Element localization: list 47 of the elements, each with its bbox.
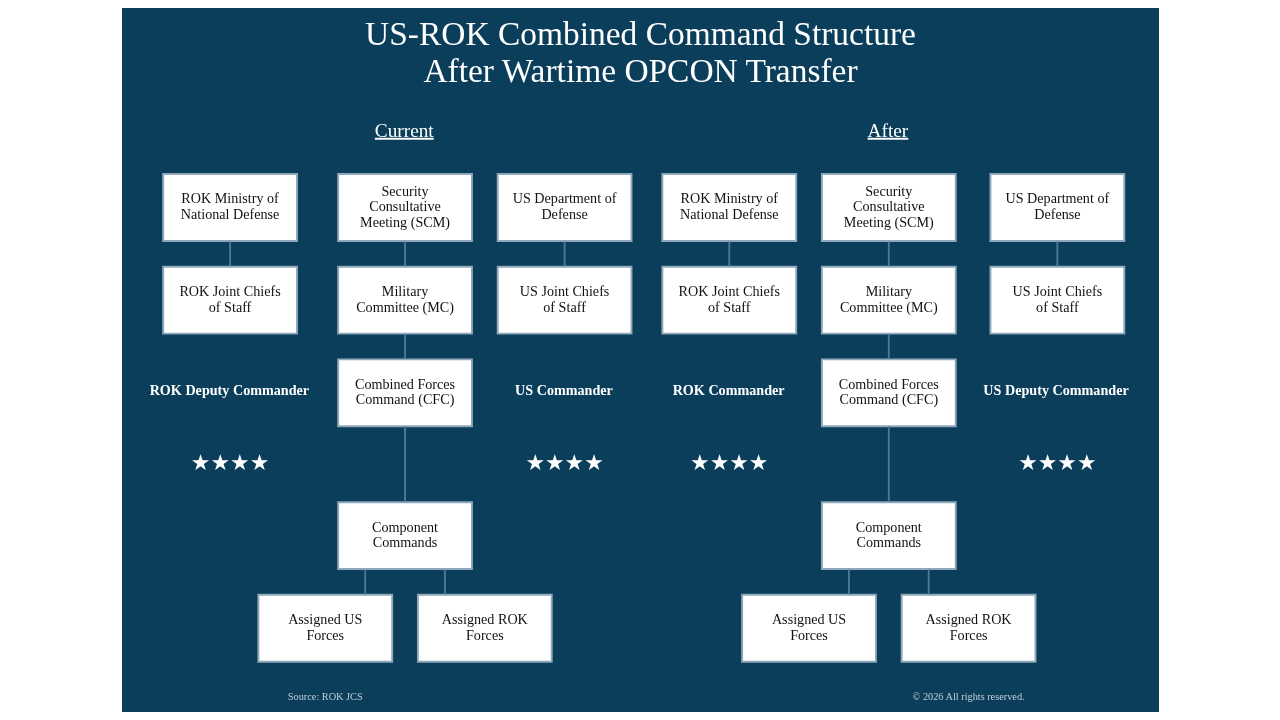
connector bbox=[403, 333, 406, 360]
connector bbox=[228, 240, 231, 268]
node-box: US Department of Defense bbox=[496, 173, 632, 242]
node-box: ROK Joint Chiefs of Staff bbox=[660, 265, 797, 335]
label: ★★★★ bbox=[524, 449, 604, 475]
node-box: Assigned US Forces bbox=[256, 593, 393, 663]
node-box: Security Consultative Meeting (SCM) bbox=[820, 173, 957, 242]
connector bbox=[363, 568, 366, 596]
connector bbox=[927, 568, 930, 596]
label: ROK Commander bbox=[672, 382, 785, 399]
node-box: Combined Forces Command (CFC) bbox=[336, 358, 473, 428]
node-box: US Department of Defense bbox=[989, 173, 1125, 242]
connector bbox=[847, 568, 850, 596]
label: ★★★★ bbox=[190, 449, 269, 475]
node-box: US Joint Chiefs of Staff bbox=[989, 265, 1125, 335]
connector bbox=[403, 240, 406, 268]
label: Current bbox=[374, 119, 434, 141]
node-box: ROK Ministry of National Defense bbox=[660, 173, 797, 242]
connector bbox=[563, 240, 566, 268]
node-box: Component Commands bbox=[820, 501, 957, 571]
node-box: Security Consultative Meeting (SCM) bbox=[336, 173, 473, 242]
node-box: Combined Forces Command (CFC) bbox=[820, 358, 957, 428]
connector bbox=[887, 425, 890, 503]
connector bbox=[443, 568, 446, 596]
node-box: Military Committee (MC) bbox=[820, 265, 957, 335]
node-box: Military Committee (MC) bbox=[336, 265, 473, 335]
node-box: Assigned US Forces bbox=[740, 593, 877, 663]
connector bbox=[727, 240, 730, 268]
label: ★★★★ bbox=[1017, 449, 1097, 475]
label: ROK Deputy Commander bbox=[149, 382, 309, 399]
node-box: ROK Joint Chiefs of Staff bbox=[161, 265, 298, 335]
label: ★★★★ bbox=[689, 449, 768, 475]
connector bbox=[1055, 240, 1058, 268]
node-box: Assigned ROK Forces bbox=[416, 593, 553, 663]
label: © 2026 All rights reserved. bbox=[912, 690, 1025, 702]
label: Source: ROK JCS bbox=[287, 690, 363, 702]
node-box: Component Commands bbox=[336, 501, 473, 571]
label: US Commander bbox=[514, 382, 613, 399]
node-box: Assigned ROK Forces bbox=[900, 593, 1036, 663]
node-box: US Joint Chiefs of Staff bbox=[496, 265, 632, 335]
connector bbox=[887, 333, 890, 360]
node-box: ROK Ministry of National Defense bbox=[161, 173, 298, 242]
label: US Deputy Commander bbox=[982, 382, 1129, 399]
connector bbox=[403, 425, 406, 503]
label: After bbox=[867, 119, 908, 141]
connector bbox=[887, 240, 890, 268]
diagram-title: US-ROK Combined Command Structure After Wartime OPCON Transfer bbox=[364, 15, 916, 90]
